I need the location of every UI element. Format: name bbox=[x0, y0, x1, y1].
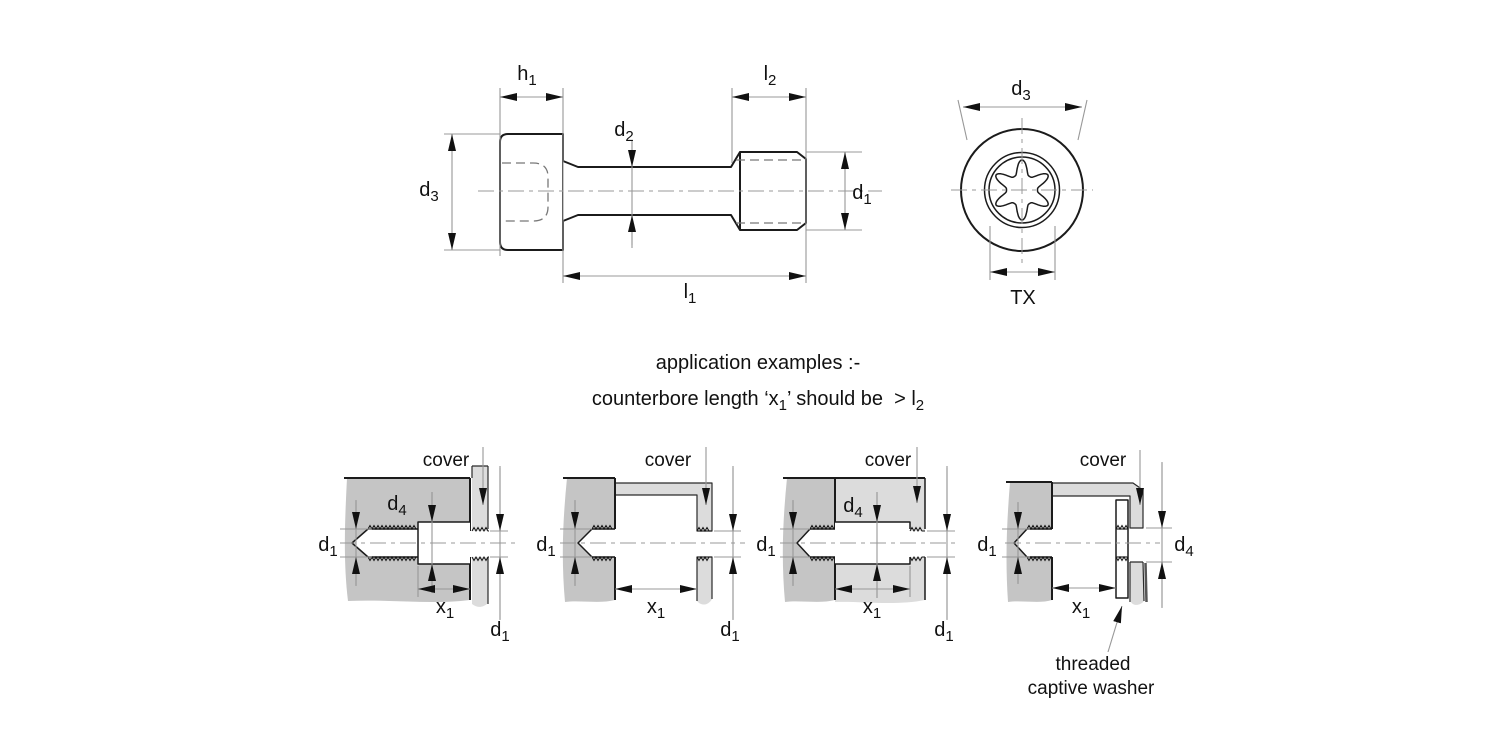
cover-hole-fill bbox=[472, 531, 488, 557]
label-d1: d1 bbox=[977, 534, 996, 560]
label-d1b: d1 bbox=[720, 619, 739, 645]
label-tx: TX bbox=[1010, 287, 1036, 309]
note-line-1: application examples :- bbox=[656, 352, 861, 374]
thread-serration bbox=[1115, 555, 1129, 562]
label-d1b: d1 bbox=[934, 619, 953, 645]
thread-serration bbox=[367, 555, 418, 562]
cover-sheet-upper bbox=[1051, 482, 1144, 529]
screw-side-view: h1 l2 d3 d2 d1 bbox=[419, 63, 882, 307]
dim-d1-left: d1 bbox=[977, 502, 1030, 584]
note-line-2: counterbore length ‘x1’ should be > l2 bbox=[592, 388, 924, 414]
thread-serration bbox=[909, 526, 925, 533]
dim-l1: l1 bbox=[563, 272, 806, 307]
dim-d1-left: d1 bbox=[756, 500, 810, 586]
dim-d3-side: d3 bbox=[419, 133, 500, 251]
cover-lower-dark-edge bbox=[1144, 562, 1148, 603]
label-x1: x1 bbox=[647, 596, 665, 622]
cover-lower-edges bbox=[1129, 561, 1145, 602]
screw-end-view: d3 TX bbox=[951, 78, 1093, 309]
label-x1: x1 bbox=[1072, 596, 1090, 622]
washer-caption-line1: threaded bbox=[1055, 654, 1130, 675]
label-d1: d1 bbox=[536, 534, 555, 560]
thread-serration bbox=[591, 555, 615, 562]
label-d4: d4 bbox=[387, 493, 406, 519]
screw-head bbox=[499, 133, 564, 251]
cover-formed-lower bbox=[697, 557, 712, 605]
label-d4: d4 bbox=[843, 495, 862, 521]
captive-washer bbox=[1115, 499, 1129, 599]
washer-hole-edges bbox=[1116, 528, 1128, 558]
cover-formed-upper bbox=[614, 482, 713, 532]
thread-serration bbox=[1026, 555, 1052, 562]
example-3: cover d1 d4 x1 d1 bbox=[756, 447, 960, 645]
dim-d2: d2 bbox=[614, 119, 636, 248]
dim-d1-left: d1 bbox=[536, 500, 592, 586]
shank-top-edge bbox=[562, 151, 741, 168]
thread-serration bbox=[696, 555, 712, 562]
thread-serration bbox=[471, 555, 489, 562]
label-d4b: d4 bbox=[1174, 534, 1193, 560]
thread-serration bbox=[591, 524, 615, 531]
example-4: cover d1 x1 d4 threaded captive washer bbox=[977, 450, 1194, 699]
thread-serration bbox=[696, 526, 712, 533]
thread-serration bbox=[909, 555, 925, 562]
dim-d1-side: d1 bbox=[806, 151, 872, 231]
thread-root-lines bbox=[736, 159, 803, 224]
cover-label: cover bbox=[645, 450, 692, 471]
shank-bottom-edge bbox=[562, 214, 741, 231]
dim-x1: x1 bbox=[417, 566, 470, 622]
dim-x1: x1 bbox=[615, 585, 697, 622]
tapped-hole-fill bbox=[1014, 529, 1052, 557]
notes: application examples :- counterbore leng… bbox=[592, 352, 924, 414]
label-l1: l1 bbox=[684, 281, 697, 307]
dim-tx: TX bbox=[989, 226, 1056, 309]
dim-l2: l2 bbox=[731, 63, 807, 283]
thread-serration bbox=[367, 524, 418, 531]
thread-serration bbox=[809, 555, 835, 562]
cover-label: cover bbox=[1080, 450, 1127, 471]
cover-plate-edges bbox=[471, 465, 489, 604]
label-d1: d1 bbox=[756, 534, 775, 560]
cover-leader: cover bbox=[645, 447, 710, 505]
cover-leader: cover bbox=[1080, 450, 1144, 505]
example-1: cover d1 d4 x1 d1 bbox=[318, 447, 520, 645]
dim-d4-right: d4 bbox=[1146, 462, 1194, 608]
counterbore-outline bbox=[417, 521, 470, 565]
example-2: cover d1 x1 d1 bbox=[536, 447, 745, 645]
dim-h1: h1 bbox=[499, 63, 564, 283]
dim-d4: d4 bbox=[387, 492, 436, 593]
dim-d1-right: d1 bbox=[927, 466, 955, 645]
label-l2: l2 bbox=[764, 63, 777, 89]
cover-leader: cover bbox=[423, 447, 487, 505]
thread-serration bbox=[1115, 524, 1129, 531]
washer-caption-line2: captive washer bbox=[1028, 678, 1155, 699]
thread-serration bbox=[471, 526, 489, 533]
label-d2: d2 bbox=[614, 119, 633, 145]
label-x1: x1 bbox=[436, 596, 454, 622]
label-h1: h1 bbox=[517, 63, 536, 89]
label-x1: x1 bbox=[863, 596, 881, 622]
dim-d1-right: d1 bbox=[714, 466, 741, 645]
washer-leader: threaded captive washer bbox=[1028, 605, 1155, 699]
dim-d1-left: d1 bbox=[318, 500, 372, 586]
thread-serration bbox=[1026, 524, 1052, 531]
label-d3-side: d3 bbox=[419, 179, 438, 205]
socket-hidden-lines bbox=[502, 162, 549, 222]
dim-d3-end: d3 bbox=[957, 78, 1088, 141]
label-d1: d1 bbox=[318, 534, 337, 560]
cover-label: cover bbox=[423, 450, 470, 471]
dim-x1: x1 bbox=[1052, 584, 1116, 622]
label-d1b: d1 bbox=[490, 619, 509, 645]
cover-leader: cover bbox=[865, 447, 921, 503]
thread-serration bbox=[809, 524, 835, 531]
cover-sheet-lower bbox=[1130, 562, 1144, 605]
dim-x1: x1 bbox=[835, 566, 911, 622]
counterbore-outline bbox=[835, 521, 911, 565]
exit-hole-fill bbox=[910, 531, 925, 557]
label-d1-side: d1 bbox=[852, 182, 871, 208]
dim-d1-right: d1 bbox=[490, 466, 510, 645]
label-d3-end: d3 bbox=[1011, 78, 1030, 104]
cover-label: cover bbox=[865, 450, 912, 471]
